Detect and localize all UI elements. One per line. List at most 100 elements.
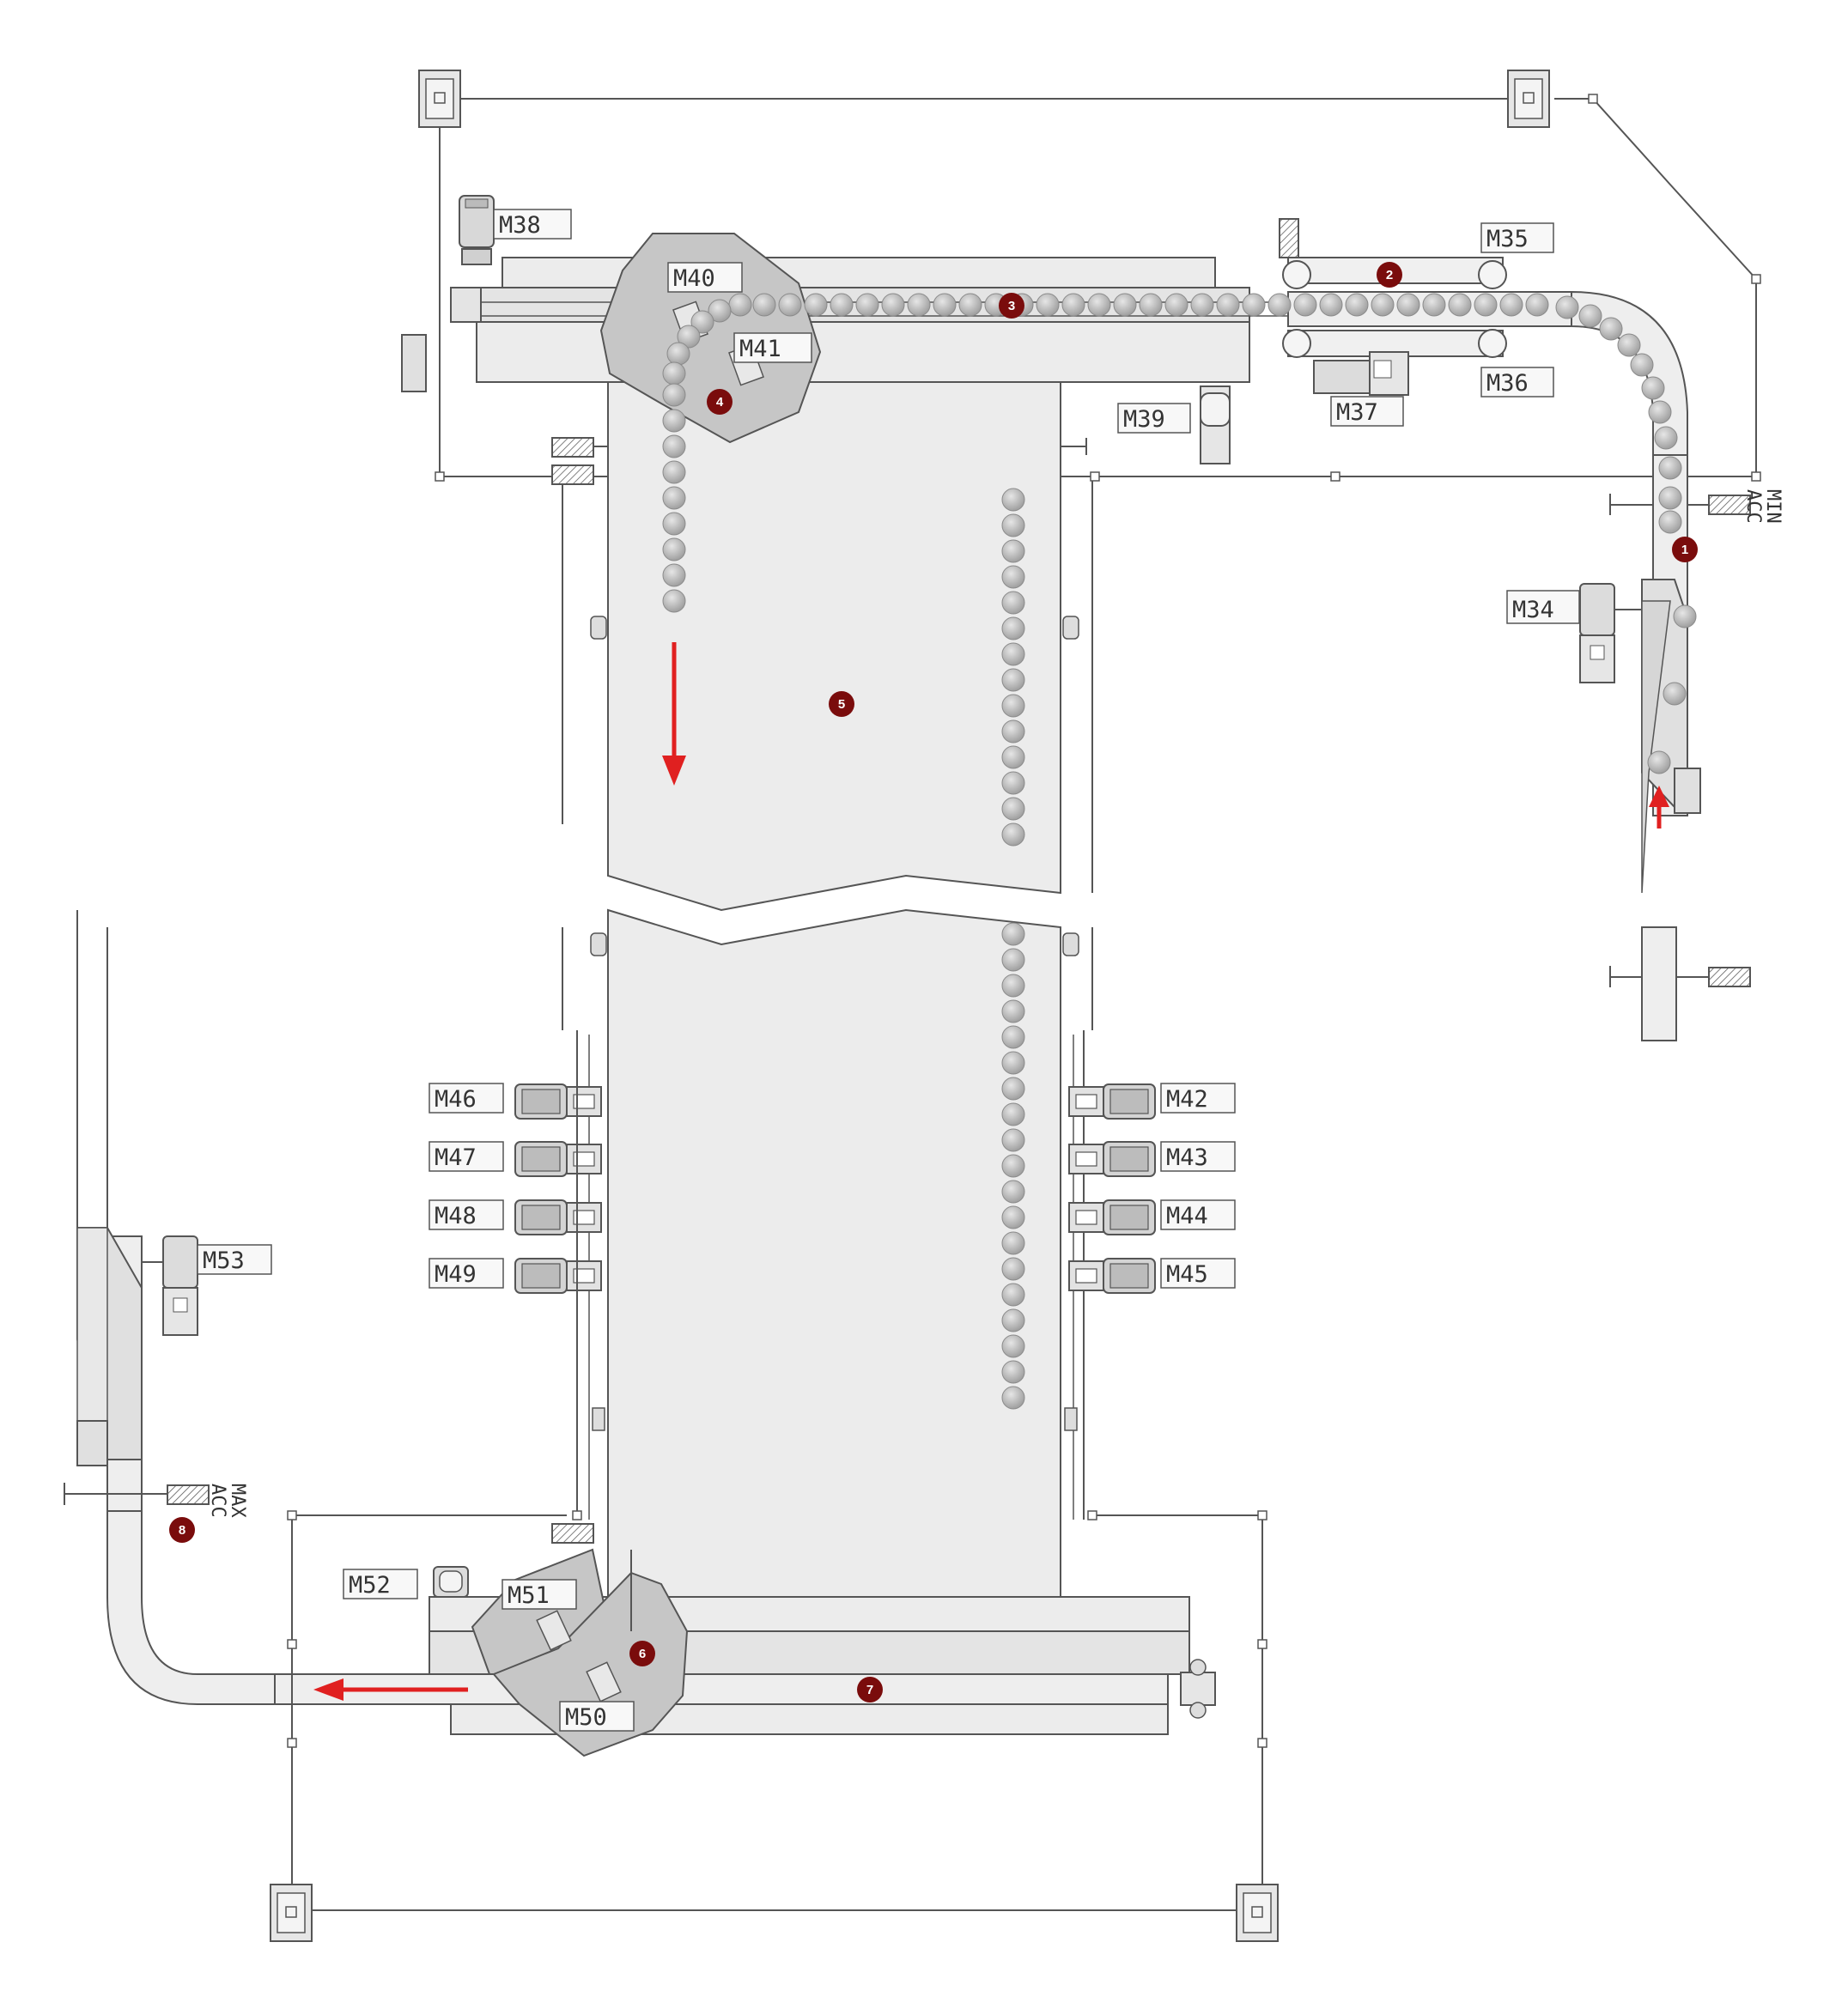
motor-label-text: M36 [1486, 370, 1529, 397]
bottle [804, 293, 828, 317]
bottle [1216, 293, 1240, 317]
bottle [1001, 1077, 1025, 1101]
marker-number: 5 [838, 697, 845, 712]
bottle [1061, 293, 1085, 317]
star-wheel-bottom [471, 1548, 689, 1757]
bottle [1001, 822, 1025, 847]
bottle [662, 512, 686, 536]
motor-label-text: M45 [1166, 1261, 1208, 1288]
motor-label-m51: M51 [502, 1579, 577, 1610]
marker-number: 4 [716, 395, 724, 410]
drive-m52 [433, 1566, 469, 1598]
side-motor-unit [514, 1258, 602, 1294]
drive-m38 [459, 195, 495, 265]
marker-dot [629, 1641, 655, 1666]
motor-label-m40: M40 [667, 262, 743, 293]
motor-label-box [429, 1141, 504, 1172]
bottle [1001, 797, 1025, 821]
max-acc-line2: ACC [207, 1484, 228, 1518]
bottle [1001, 1180, 1025, 1204]
bottle [708, 299, 732, 323]
bottle [1113, 293, 1137, 317]
motor-label-box [733, 332, 812, 363]
side-motor-unit [514, 1199, 602, 1235]
motor-label-box [1160, 1199, 1236, 1230]
marker-2: 2 [1377, 262, 1402, 288]
bottle [1001, 1386, 1025, 1410]
marker-3: 3 [999, 293, 1024, 319]
motor-label-m47: M47 [429, 1141, 504, 1172]
drive-m53 [142, 1235, 198, 1336]
bottle [907, 293, 931, 317]
motor-label-m37: M37 [1330, 396, 1404, 427]
bottle [1448, 293, 1472, 317]
bottle [1190, 293, 1214, 317]
motor-label-text: M42 [1166, 1086, 1208, 1113]
marker-number: 6 [639, 1647, 646, 1661]
motor-label-m50: M50 [559, 1701, 635, 1732]
motor-label-text: M38 [499, 212, 541, 239]
side-motor-unit [514, 1083, 602, 1120]
bottle [1087, 293, 1111, 317]
motor-label-m39: M39 [1117, 403, 1191, 434]
bottle [958, 293, 982, 317]
motor-label-text: M40 [673, 265, 715, 292]
bottle [1001, 1205, 1025, 1229]
motor-label-m34: M34 [1506, 590, 1580, 624]
bottle [662, 383, 686, 407]
motor-label-text: M46 [435, 1086, 477, 1113]
marker-8: 8 [169, 1517, 195, 1543]
bottle [1319, 293, 1343, 317]
motor-label-text: M39 [1123, 406, 1165, 433]
bottle [1001, 565, 1025, 589]
motor-label-box [429, 1083, 504, 1114]
frame-post-bottom-left [270, 1884, 313, 1942]
bottle [778, 293, 802, 317]
bottle [1555, 295, 1579, 319]
marker-dot [169, 1517, 195, 1543]
motor-label-box [667, 262, 743, 293]
bottle [1001, 999, 1025, 1023]
motor-label-m36: M36 [1480, 367, 1554, 398]
motor-label-text: M49 [435, 1261, 477, 1288]
bottle [1001, 1360, 1025, 1384]
min-acc-sensor-label: MIN ACC [1742, 489, 1784, 524]
motor-label-text: M44 [1166, 1203, 1208, 1229]
motor-label-box [429, 1258, 504, 1289]
motor-label-text: M41 [739, 336, 781, 362]
frame-post-top-right [1507, 70, 1550, 128]
bottle [1001, 974, 1025, 998]
bottle [1630, 353, 1654, 377]
bottle [662, 361, 686, 385]
max-acc-sensor-label: MAX ACC [207, 1484, 248, 1518]
side-motor-unit [1068, 1258, 1156, 1294]
bottle [933, 293, 957, 317]
bottle [881, 293, 905, 317]
bottle [1001, 616, 1025, 640]
bottle [1422, 293, 1446, 317]
bottle [1139, 293, 1163, 317]
bottle [1658, 456, 1682, 480]
bottle [1345, 293, 1369, 317]
motor-label-text: M43 [1166, 1144, 1208, 1171]
marker-dot [829, 691, 854, 717]
motor-label-text: M53 [203, 1247, 245, 1274]
bottle [752, 293, 776, 317]
motor-label-m35: M35 [1480, 222, 1554, 253]
bottle [1654, 426, 1678, 450]
bottle [1001, 1283, 1025, 1307]
drive-m37 [1313, 351, 1409, 396]
motor-label-m48: M48 [429, 1199, 504, 1230]
bottle [1164, 293, 1188, 317]
bottle [1599, 317, 1623, 341]
marker-5: 5 [829, 691, 854, 717]
bottle [1001, 1025, 1025, 1049]
bottle [1001, 539, 1025, 563]
marker-number: 1 [1681, 543, 1688, 557]
bottle [1663, 682, 1687, 706]
bottle [690, 310, 714, 334]
drive-m39 [1200, 385, 1231, 464]
